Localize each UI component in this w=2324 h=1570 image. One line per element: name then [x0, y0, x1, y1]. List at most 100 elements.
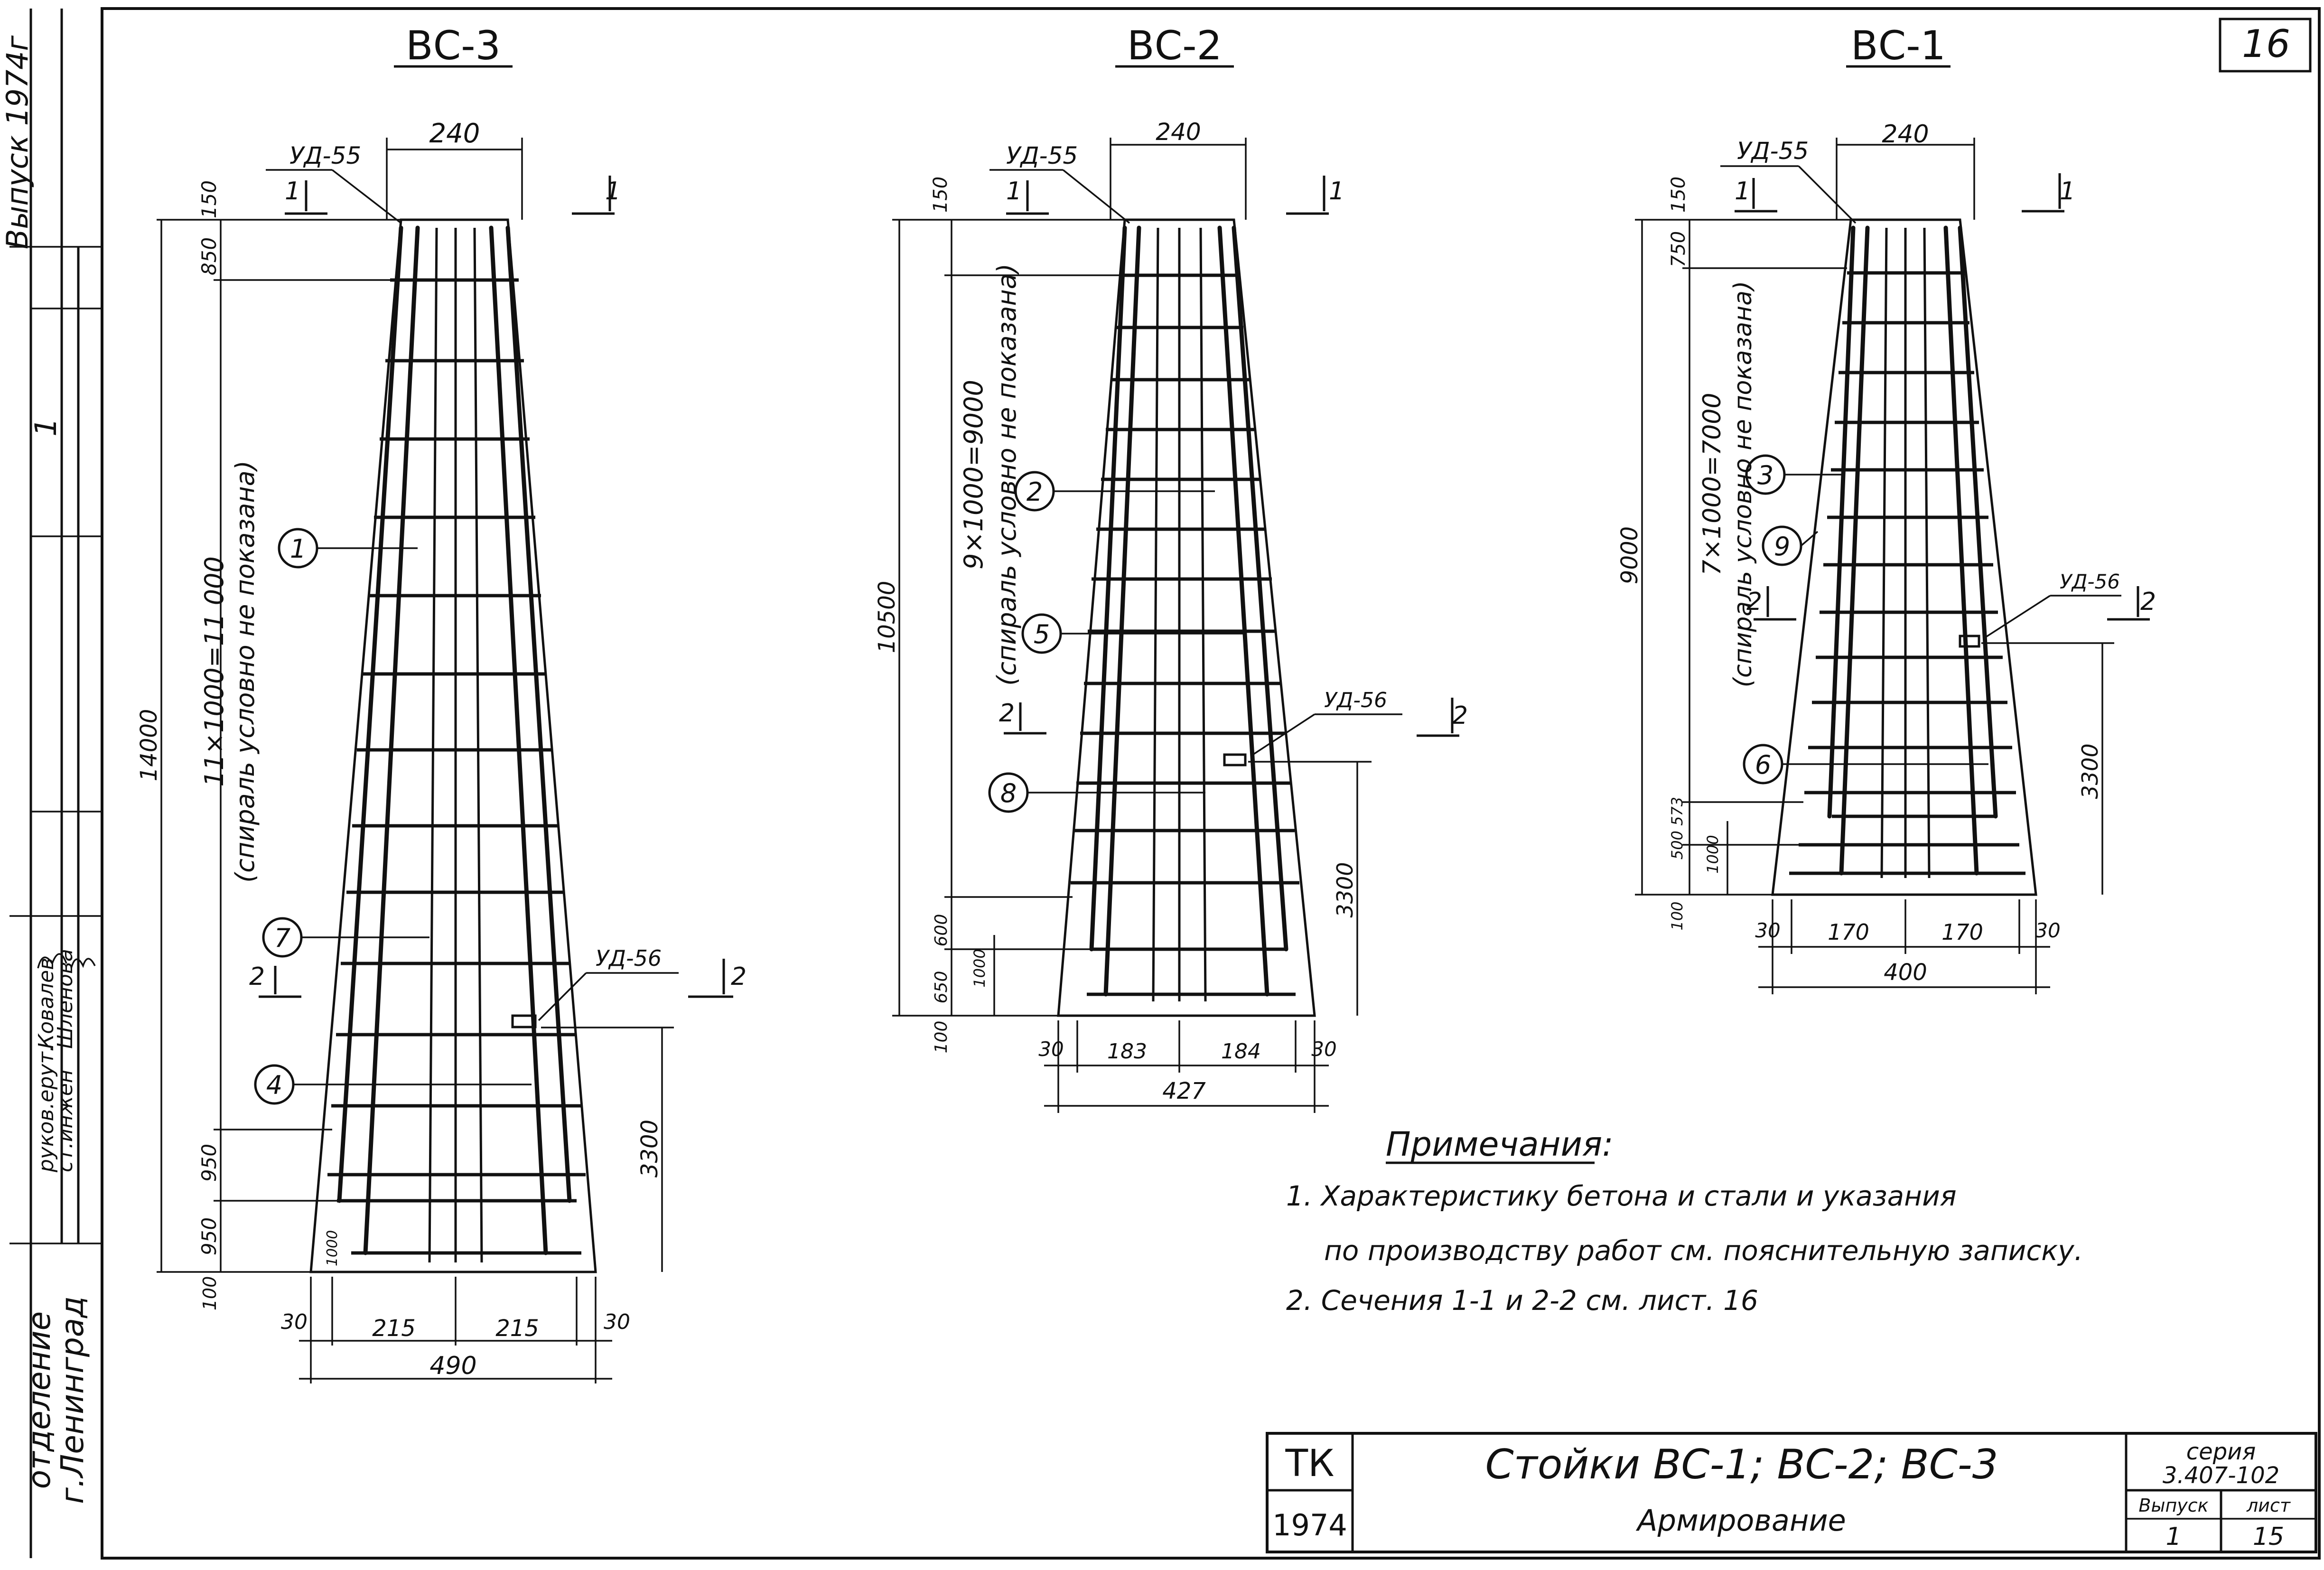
bc2-outline — [1057, 218, 1316, 1017]
bc1-section2-right: 2 — [2140, 588, 2156, 616]
bc1-dim-750: 750 — [1668, 231, 1689, 267]
bc3-section2-left: 2 — [249, 963, 265, 991]
bc3-half-right: 215 — [495, 1315, 539, 1342]
bc3-dim-3300: 3300 — [636, 1120, 663, 1178]
bc2-half-right: 184 — [1221, 1039, 1261, 1064]
bc1-base-width: 400 — [1884, 959, 1927, 986]
bc3-callout-1: 1 — [290, 534, 306, 564]
bc2-title: ВС-2 — [1127, 22, 1222, 69]
series-label: серия — [2186, 1439, 2256, 1465]
bc3-dim-950b: 950 — [197, 1217, 221, 1255]
bc3-section1-right: 1 — [605, 177, 621, 206]
bc1-dim-3300: 3300 — [2077, 743, 2103, 799]
notes-heading: Примечания: — [1386, 1125, 1614, 1164]
bc1-half-left: 170 — [1828, 919, 1869, 945]
bc3-dim-total: 14000 — [136, 709, 162, 782]
notes-block: Примечания: 1. Характеристику бетона и с… — [1286, 1125, 2083, 1317]
bc1-callout-9: 9 — [1774, 532, 1790, 561]
stamp-mark: 1 — [28, 418, 63, 436]
bc3-dim-850: 850 — [197, 237, 221, 275]
bc2-spiral-note: (спираль условно не показана) — [992, 263, 1022, 686]
bc1-section1-left: 1 — [1735, 177, 1750, 206]
bc2-dim-650: 650 — [932, 971, 951, 1004]
title-sub: Армирование — [1635, 1503, 1846, 1538]
stamp-name-2: Шленова — [53, 949, 77, 1049]
bc1-cover-left: 30 — [1755, 919, 1780, 942]
bc1-dim-150: 150 — [1668, 177, 1689, 213]
bc2-section2-right: 2 — [1452, 701, 1468, 730]
bc2-ud56-label: УД-56 — [1324, 688, 1387, 712]
series-value: 3.407-102 — [2163, 1462, 2279, 1489]
bc3-section2-right: 2 — [731, 963, 747, 991]
stamp-department: отделение — [21, 1311, 57, 1489]
sheet-number: 16 — [2242, 22, 2290, 66]
bc3-spiral-note: (спираль условно не показана) — [230, 460, 260, 883]
bc1-outline — [1771, 218, 2037, 896]
note-1-line-1: 1. Характеристику бетона и стали и указа… — [1286, 1180, 1957, 1212]
bc1-callout-6: 6 — [1755, 750, 1771, 780]
bc1-ud56-label: УД-56 — [2060, 570, 2120, 593]
bc2-dim-150: 150 — [930, 177, 952, 213]
bc1-cover-right: 30 — [2035, 919, 2060, 942]
bc3-dim-150: 150 — [197, 180, 221, 218]
stamp-issue: Выпуск 1974г — [0, 35, 35, 249]
bc2-dim-total: 10500 — [874, 581, 900, 654]
bc2-spiral-pitch: 9×1000=9000 — [959, 380, 989, 570]
bc1-callout-3: 3 — [1757, 460, 1773, 490]
stamp-role-1: руков.ерут. — [34, 1045, 58, 1173]
bc1-section2-left: 2 — [1746, 588, 1762, 616]
left-stamp: Выпуск 1974г 1 руков.ерут. ст.инжен Кова… — [0, 9, 102, 1558]
column-bc1: ВС-1 240 УД-55 — [1616, 22, 2156, 994]
sheet-number-box — [2219, 18, 2312, 73]
bc2-callout-5: 5 — [1034, 619, 1050, 649]
bc2-base-width: 427 — [1162, 1078, 1206, 1104]
bc3-half-left: 215 — [372, 1315, 416, 1342]
bc2-dim-600: 600 — [932, 914, 951, 947]
bc3-dim-950a: 950 — [197, 1144, 221, 1182]
bc1-dim-total: 9000 — [1616, 526, 1643, 584]
note-2: 2. Сечения 1-1 и 2-2 см. лист. 16 — [1286, 1284, 1758, 1317]
bc3-cover-left: 30 — [281, 1310, 308, 1334]
bc3-outline — [309, 218, 597, 1273]
bc1-top-width: 240 — [1882, 120, 1929, 149]
bc1-inner-1000: 1000 — [1704, 835, 1722, 873]
column-bc3: ВС-3 — [136, 22, 747, 1383]
issue-label: Выпуск — [2138, 1495, 2208, 1516]
bc2-cover-left: 30 — [1038, 1037, 1064, 1061]
bc1-ud55-label: УД-55 — [1737, 137, 1809, 165]
stamp-city: г.Ленинград — [54, 1296, 91, 1504]
bc3-dim-100: 100 — [199, 1276, 220, 1311]
bc3-base-width: 490 — [429, 1352, 476, 1380]
bc2-stirrups — [1071, 273, 1299, 996]
bc1-dim-500: 500 573 — [1668, 797, 1686, 860]
bc2-section2-left: 2 — [999, 699, 1015, 728]
title-main: Стойки ВС-1; ВС-2; ВС-3 — [1485, 1441, 1998, 1488]
bc1-dim-100: 100 — [1668, 901, 1686, 930]
bc3-inner-1000: 1000 — [324, 1230, 341, 1266]
bc3-ud56-label: УД-56 — [596, 945, 662, 971]
bc3-top-width: 240 — [429, 118, 480, 149]
title-year: 1974 — [1272, 1508, 1347, 1542]
bc1-section1-right: 1 — [2060, 177, 2075, 206]
bc3-title: ВС-3 — [406, 22, 501, 69]
bc2-ud55-label: УД-55 — [1006, 142, 1078, 169]
stamp-role-2: ст.инжен — [53, 1069, 77, 1172]
bc3-callout-7: 7 — [274, 923, 290, 953]
bc1-spiral-note: (спираль условно не показана) — [1729, 281, 1757, 688]
bc2-dim-100: 100 — [932, 1021, 951, 1054]
bc3-spiral-pitch: 11×1000=11 000 — [199, 556, 229, 787]
bc2-section1-left: 1 — [1006, 177, 1022, 206]
column-bc2: ВС-2 240 УД-55 — [874, 22, 1468, 1113]
drawing-frame — [101, 7, 2321, 1560]
bc3-cover-right: 30 — [604, 1310, 630, 1334]
note-1-line-2: по производству работ см. пояснительную … — [1324, 1234, 2083, 1267]
bc3-section1-left: 1 — [285, 177, 300, 206]
bc1-spiral-pitch: 7×1000=7000 — [1698, 393, 1727, 576]
bc1-half-right: 170 — [1941, 919, 1983, 945]
stamp-name-1: Ковалев — [34, 958, 58, 1049]
bc3-stirrups — [327, 278, 586, 1255]
sheet-value: 15 — [2253, 1523, 2284, 1551]
title-org: ТК — [1285, 1442, 1334, 1485]
